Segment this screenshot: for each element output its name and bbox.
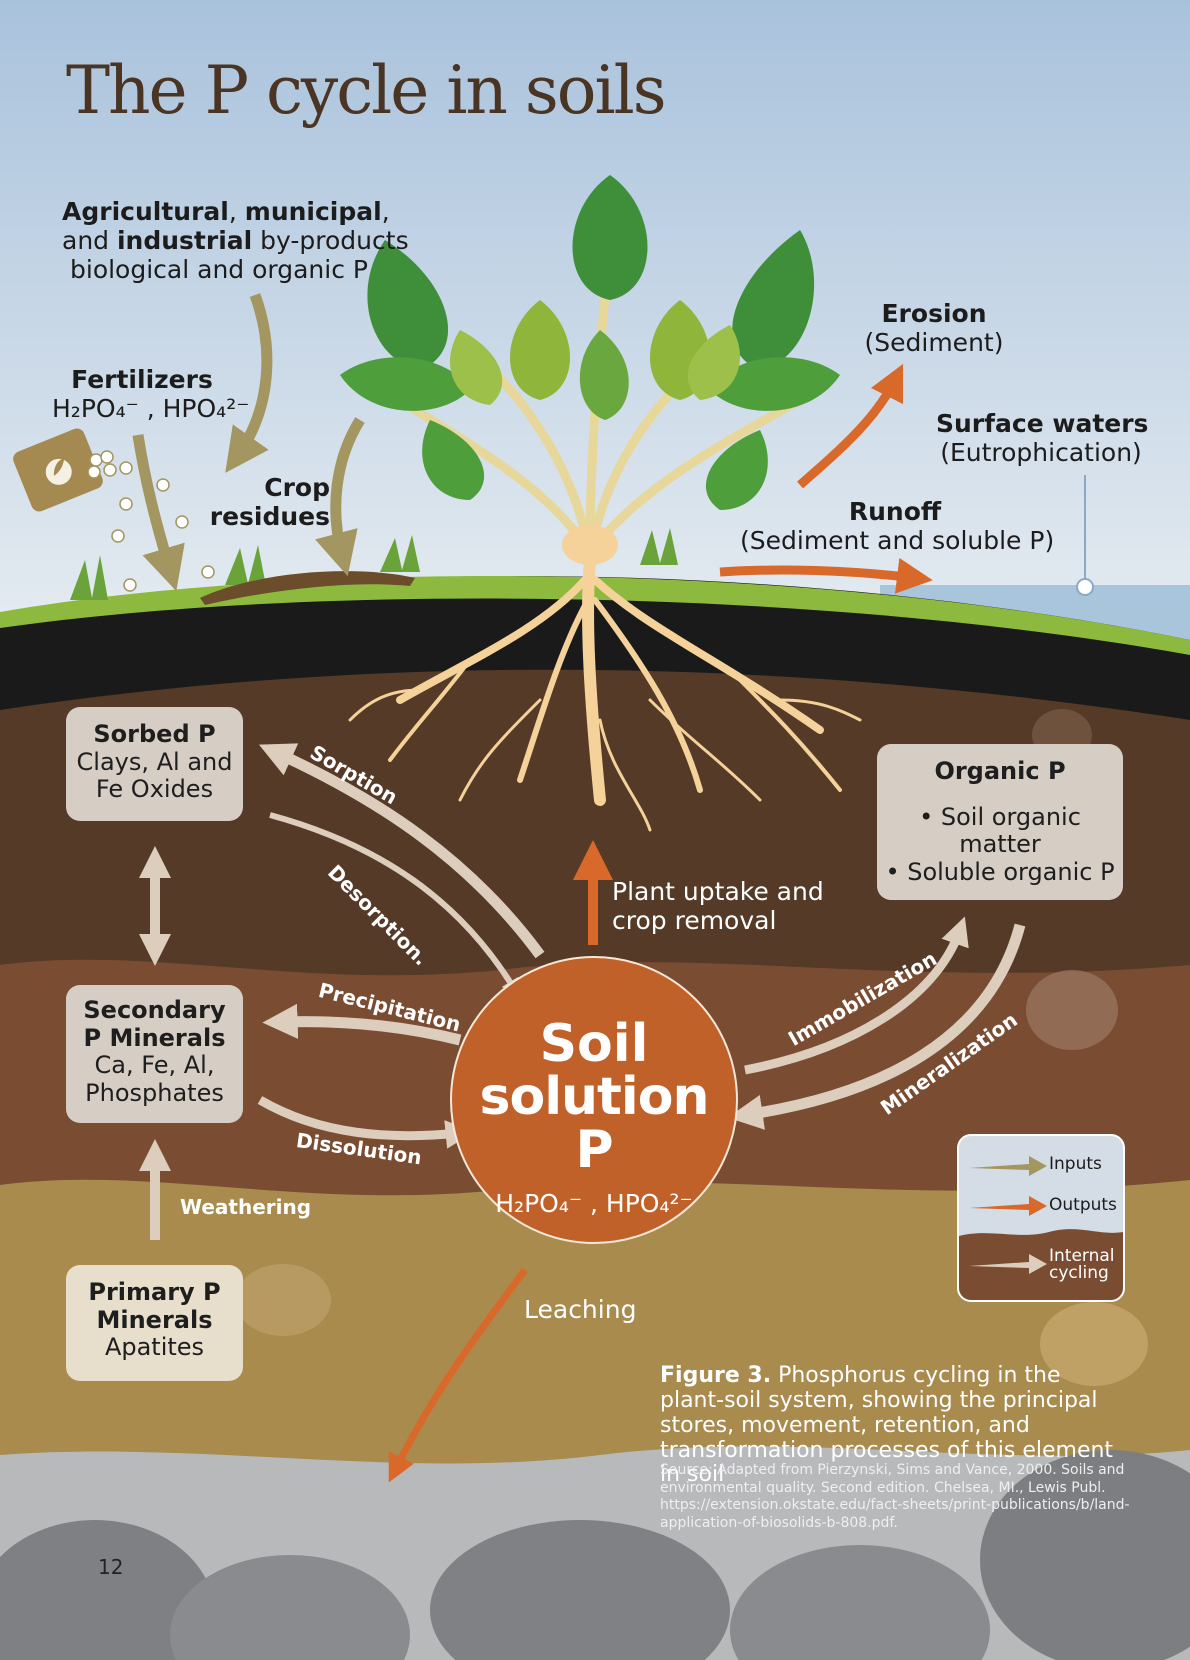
soil-solution-label: Soil solution P H₂PO₄⁻ , HPO₄²⁻ [479,1014,710,1219]
arrow-runoff-output [719,557,933,594]
pebble [1040,1302,1148,1386]
erosion-label: Erosion (Sediment) [864,299,1004,357]
rock [170,1555,410,1660]
crop-residues-label: Crop residues [209,473,330,531]
grass-tuft [225,545,266,586]
figure-caption: Figure 3. Phosphorus cycling in the plan… [660,1363,1114,1488]
plant-crown [562,525,618,565]
primary-p-minerals-box: Primary P Minerals Apatites [66,1265,243,1381]
legend-inputs-label: Inputs [1049,1154,1102,1174]
legend-swatches [959,1156,1123,1300]
runoff-label: Runoff (Sediment and soluble P) [740,497,1055,555]
grass-tuft [380,535,420,572]
plant-leaves [340,175,840,510]
pebble [235,1264,331,1336]
legend-input-arrow [969,1156,1047,1176]
grass-tuft [640,528,678,565]
legend-output-arrow [969,1196,1047,1216]
fertilizer-granules [87,450,215,592]
page-number: 12 [98,1555,124,1579]
arrow-byproducts-input [225,293,273,473]
arrow-leaching-output [388,1267,528,1483]
weathering-label: Weathering [180,1195,312,1219]
arrow-sorption [258,743,545,959]
legend: Inputs Outputs Internal cycling [957,1134,1125,1302]
byproducts-label: Agricultural, municipal, and industrial … [62,197,409,284]
leaching-label: Leaching [524,1295,637,1324]
arrow-desorption [269,812,521,999]
secondary-p-minerals-box: Secondary P Minerals Ca, Fe, Al, Phospha… [66,985,243,1123]
fertilizers-label: Fertilizers H₂PO₄⁻ , HPO₄²⁻ [52,365,250,423]
surface-water-dot [1076,578,1094,596]
pebble [1026,970,1118,1050]
legend-outputs-label: Outputs [1049,1195,1117,1215]
arrow-crop-residue-input [315,417,365,577]
arrow-erosion-output [797,363,904,489]
plant-roots [348,554,862,832]
organic-p-box: Organic P • Soil organic matter • Solubl… [877,744,1123,900]
soil-solution-circle [450,956,738,1244]
plant-uptake-label: Plant uptake and crop removal [612,877,824,935]
arrow-precipitation [262,1003,462,1046]
page-title: The P cycle in soils [66,52,667,129]
legend-internal-arrow [969,1254,1047,1274]
rock [730,1545,990,1660]
arrow-dissolution [257,1096,475,1149]
sorbed-p-box: Sorbed P Clays, Al and Fe Oxides [66,707,243,821]
rock [980,1450,1190,1660]
arrow-fertilizer-input [132,434,185,592]
subsoil-layer [0,1164,1190,1464]
figure-source: Source: Adapted from Pierzynski, Sims an… [660,1462,1130,1531]
arrow-mineralization [727,923,1026,1130]
rock [0,1520,215,1660]
grass-strip [0,575,1190,655]
crop-residue-pile [200,571,415,605]
arrow-immobilization [744,916,969,1075]
rock [430,1520,730,1660]
fertilizer-bag-icon [13,428,103,512]
legend-internal-label: Internal cycling [1049,1246,1115,1283]
surface-waters-label: Surface waters (Eutrophication) [936,409,1149,467]
grass-tuft [70,555,108,600]
